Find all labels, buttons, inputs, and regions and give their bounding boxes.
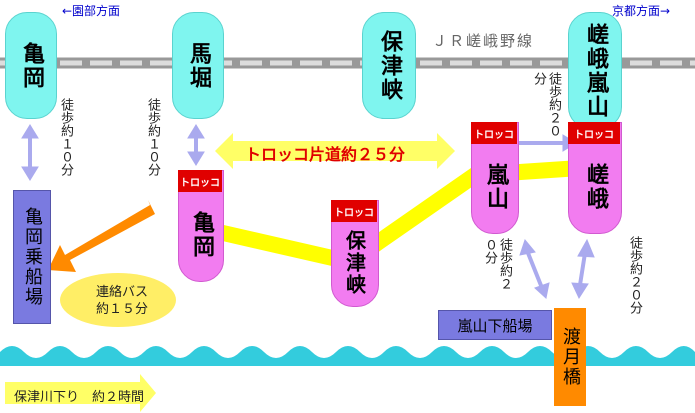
- walk-label-arashiyama-pier: 徒歩約２０分: [482, 238, 512, 290]
- torokko-badge-saga: トロッコ: [568, 122, 620, 144]
- torokko-badge-hozukyo: トロッコ: [331, 200, 377, 222]
- arashiyama-landing-pier-label: 嵐山下船場: [457, 316, 533, 335]
- bus-bubble: [60, 273, 176, 327]
- kameoka-boarding-pier[interactable]: 亀岡乗船場: [13, 190, 51, 324]
- torokko-station-kameoka-label: 亀岡: [189, 211, 214, 259]
- torokko-duration-label: トロッコ片道約２５分: [245, 145, 406, 164]
- torokko-station-hozukyo-label: 保津峡: [342, 229, 367, 296]
- torokko-station-saga-label: 嵯峨: [583, 163, 608, 211]
- jr-station-saga-arashiyama[interactable]: 嵯峨嵐山: [568, 12, 622, 129]
- jr-station-hozukyo-label: 保津峡: [377, 29, 402, 102]
- bus-line1: 連絡バス: [95, 285, 148, 300]
- walk-label-arashiyama-saga: 徒歩約２０分: [531, 72, 561, 137]
- river: [0, 346, 695, 366]
- jr-station-umahori-label: 馬堀: [186, 41, 211, 90]
- bus-arrow: [48, 200, 155, 272]
- togetsukyo-bridge-label: 渡月橋: [560, 327, 581, 387]
- walk-label-umahori: 徒歩約１０分: [145, 98, 160, 176]
- togetsukyo-bridge[interactable]: 渡月橋: [554, 308, 586, 406]
- arashiyama-landing-pier[interactable]: 嵐山下船場: [438, 310, 552, 340]
- kameoka-boarding-pier-label: 亀岡乗船場: [22, 207, 43, 307]
- torokko-badge-arashiyama: トロッコ: [471, 122, 517, 144]
- jr-station-saga-arashiyama-label: 嵯峨嵐山: [583, 22, 608, 119]
- walk-label-kameoka: 徒歩約１０分: [58, 98, 73, 176]
- jr-station-kameoka[interactable]: 亀岡: [5, 12, 57, 119]
- torokko-duration-arrow: トロッコ片道約２５分: [215, 133, 455, 169]
- jr-station-hozukyo[interactable]: 保津峡: [362, 12, 416, 119]
- jr-station-umahori[interactable]: 馬堀: [172, 12, 224, 119]
- torokko-badge-kameoka: トロッコ: [178, 170, 222, 192]
- direction-west: ←園部方面: [62, 4, 121, 18]
- jr-station-kameoka-label: 亀岡: [19, 41, 44, 90]
- bus-line2: 約１５分: [95, 302, 148, 317]
- jr-line-label: ＪＲ嵯峨野線: [432, 32, 535, 50]
- walk-arrows: [21, 124, 595, 300]
- river-cruise-label: 保津川下り 約２時間: [14, 390, 145, 405]
- bus-info: 連絡バス 約１５分: [80, 284, 164, 318]
- torokko-route: [208, 160, 581, 270]
- torokko-station-arashiyama-label: 嵐山: [483, 163, 508, 211]
- river-arrow: [5, 374, 156, 412]
- direction-east: 京都方面→: [612, 4, 671, 18]
- walk-label-saga-bridge: 徒歩約２０分: [627, 236, 642, 314]
